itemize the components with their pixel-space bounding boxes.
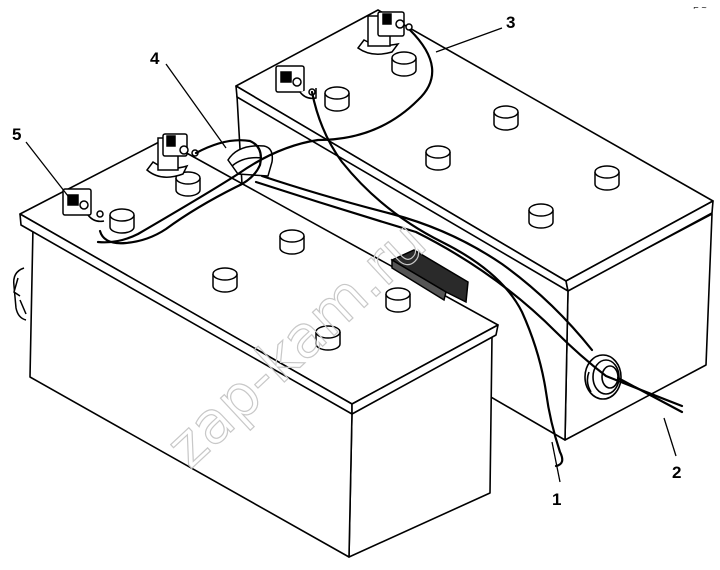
callout-4: 4 [150, 49, 160, 68]
leader-3 [435, 27, 503, 53]
vent-cap [385, 287, 411, 313]
front-battery-lid-side-edge [351, 324, 499, 415]
leader-2 [663, 417, 677, 457]
vent-cap [315, 325, 341, 351]
vent-cap [109, 208, 135, 234]
cables [96, 28, 684, 468]
front-battery-terminal-b [62, 188, 105, 223]
callout-3: 3 [506, 13, 515, 32]
cable-grommet [584, 354, 622, 400]
cable-2 [254, 180, 684, 408]
callout-2: 2 [672, 463, 681, 482]
front-battery-handle [12, 267, 27, 321]
leader-4 [165, 63, 227, 149]
front-battery [19, 139, 499, 558]
back-battery-lid-side-edge [565, 200, 714, 292]
mounting-bracket [390, 249, 469, 304]
vent-cap [528, 203, 554, 229]
cable-1 [310, 90, 564, 468]
callout-1: 1 [552, 490, 561, 509]
vent-cap [324, 86, 350, 112]
vent-cap [594, 165, 620, 191]
vent-cap [212, 267, 238, 293]
cable-clamp [227, 145, 274, 177]
back-battery-terminal-a [356, 11, 413, 55]
callout-leaders [25, 27, 677, 483]
leader-5 [25, 141, 69, 197]
callout-5: 5 [12, 125, 21, 144]
front-battery-caps [109, 171, 411, 351]
leader-1 [551, 441, 561, 483]
cable-4 [98, 139, 262, 245]
vent-cap [391, 51, 417, 77]
back-battery-caps [324, 51, 620, 229]
cable-3 [96, 28, 434, 244]
vent-cap [425, 145, 451, 171]
corner-mark: ⌐ ~ [693, 4, 707, 12]
vent-cap [279, 229, 305, 255]
vent-cap [493, 105, 519, 131]
